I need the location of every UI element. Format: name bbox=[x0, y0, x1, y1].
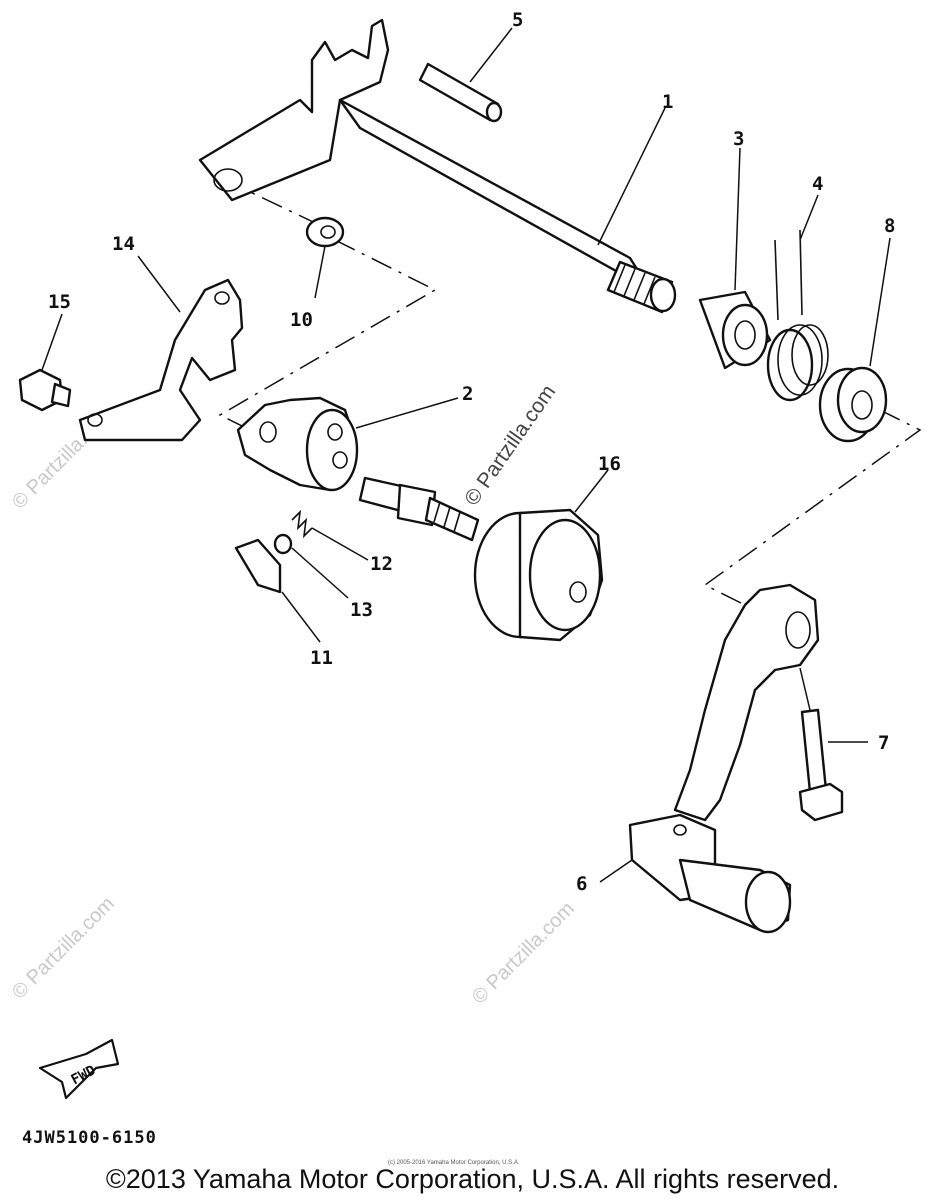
copyright-notice: ©2013 Yamaha Motor Corporation, U.S.A. A… bbox=[105, 1164, 840, 1194]
part-oil-seal bbox=[818, 366, 888, 443]
part-segment bbox=[236, 396, 359, 492]
callout-15: 15 bbox=[48, 291, 71, 313]
leader-line bbox=[469, 27, 513, 83]
callout-4: 4 bbox=[812, 173, 823, 195]
callout-3: 3 bbox=[733, 128, 744, 150]
part-spring-12 bbox=[291, 509, 313, 539]
callout-5: 5 bbox=[512, 9, 523, 31]
small-copyright: (c) 2005-2016 Yamaha Motor Corporation, … bbox=[388, 1160, 520, 1166]
centerline bbox=[703, 409, 922, 606]
part-bolt-15 bbox=[18, 368, 72, 412]
diagram-code: 4JW5100-6150 bbox=[22, 1128, 157, 1148]
part-washer bbox=[305, 216, 345, 248]
leader-line bbox=[799, 667, 811, 711]
callout-11: 11 bbox=[310, 647, 333, 669]
centerline bbox=[218, 239, 437, 431]
part-shift-cam bbox=[473, 508, 604, 642]
callout-10: 10 bbox=[290, 309, 313, 331]
callout-8: 8 bbox=[884, 215, 895, 237]
callout-1: 1 bbox=[662, 91, 673, 113]
leader-line bbox=[734, 147, 741, 291]
callout-2: 2 bbox=[462, 383, 473, 405]
forward-arrow-icon: FWD bbox=[38, 1038, 120, 1100]
part-stopper-11 bbox=[234, 538, 282, 594]
part-bush bbox=[698, 290, 772, 370]
leader-line bbox=[869, 237, 891, 367]
callout-12: 12 bbox=[370, 553, 393, 575]
part-bolt-7 bbox=[798, 708, 844, 822]
part-spring bbox=[766, 229, 829, 402]
callout-7: 7 bbox=[878, 732, 889, 754]
leader-line bbox=[314, 245, 326, 299]
part-screw bbox=[358, 476, 480, 542]
leader-line bbox=[355, 397, 459, 429]
part-pin bbox=[418, 62, 503, 123]
leader-line bbox=[599, 859, 633, 883]
watermark-text: © Partzilla.com bbox=[468, 898, 579, 1009]
callout-13: 13 bbox=[350, 599, 373, 621]
watermark-text: © Partzilla.com bbox=[8, 893, 119, 1004]
leader-line bbox=[41, 313, 63, 371]
callout-16: 16 bbox=[598, 453, 621, 475]
leader-line bbox=[799, 194, 819, 241]
callout-14: 14 bbox=[112, 233, 135, 255]
leader-line bbox=[291, 547, 349, 599]
center-watermark: © Partzilla.com bbox=[460, 381, 560, 510]
part-shift-shaft bbox=[198, 18, 677, 314]
leader-line bbox=[137, 255, 181, 313]
leader-line bbox=[311, 527, 369, 561]
leader-line bbox=[281, 591, 321, 643]
part-stopper-plate bbox=[78, 278, 244, 442]
part-shift-pedal bbox=[628, 583, 820, 934]
part-ball-13 bbox=[273, 533, 293, 555]
leader-line bbox=[574, 469, 609, 513]
leader-line bbox=[597, 107, 666, 246]
callout-6: 6 bbox=[576, 873, 587, 895]
